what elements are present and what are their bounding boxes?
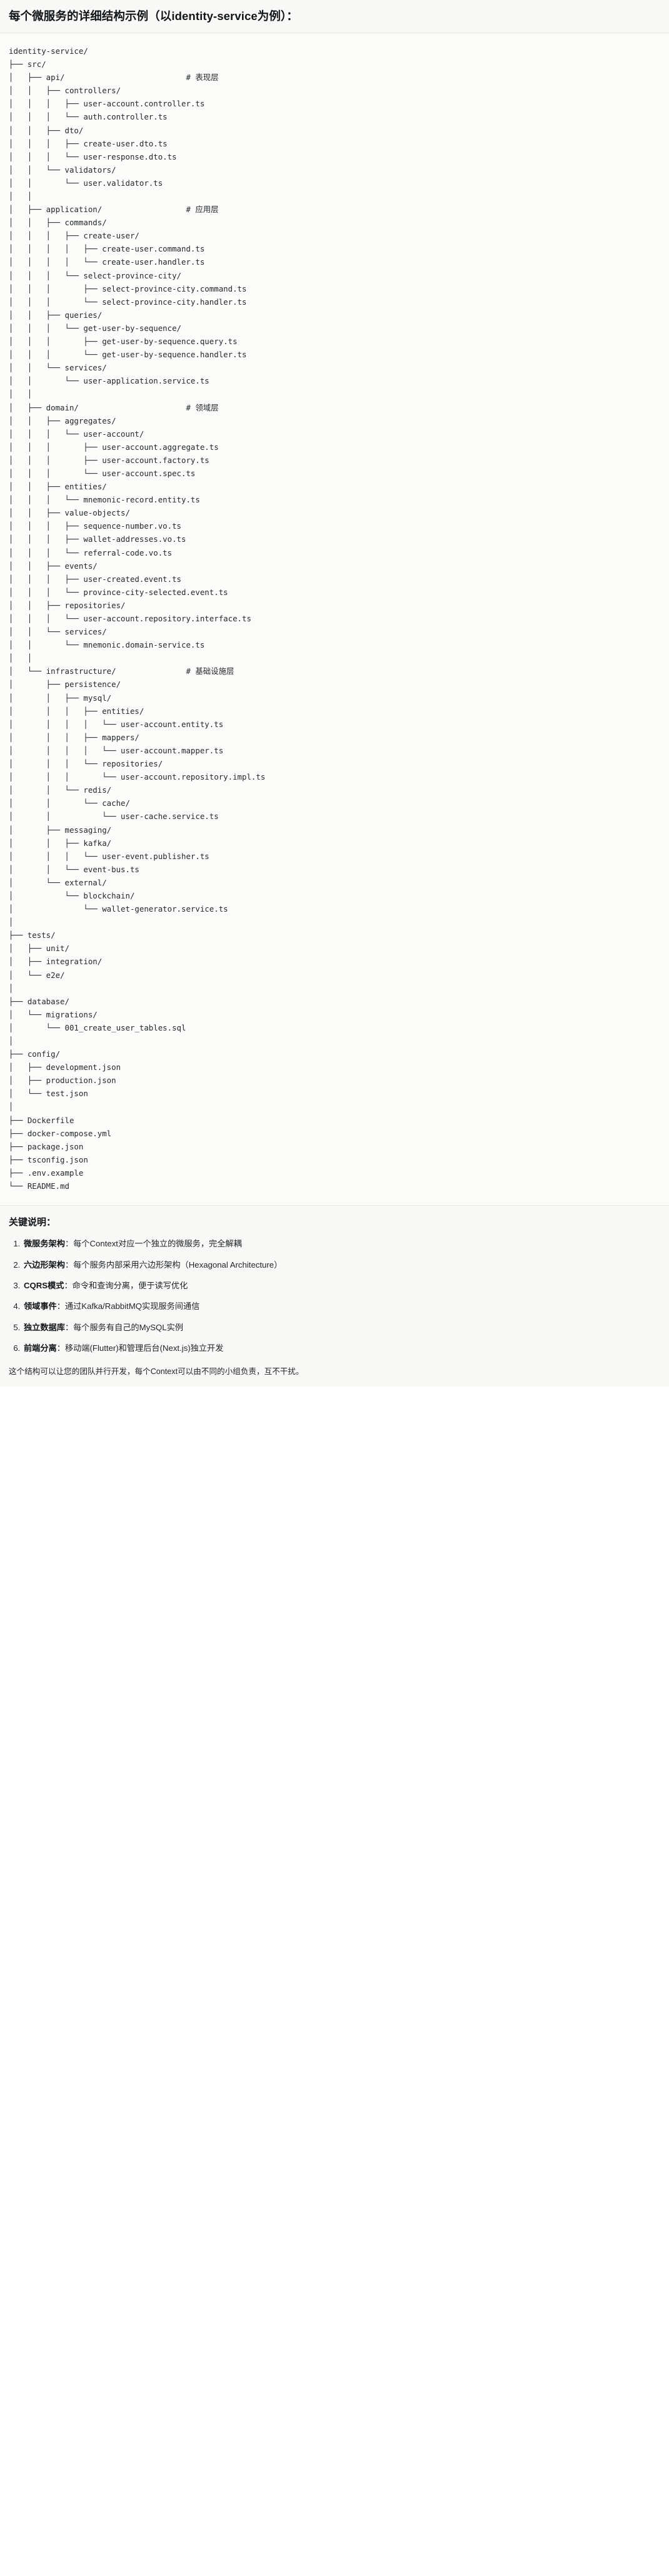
key-note-description: ：每个Context对应一个独立的微服务，完全解耦 bbox=[64, 1239, 242, 1249]
key-note-item: CQRS模式：命令和查询分离，便于读写优化 bbox=[23, 1280, 660, 1292]
key-note-item: 微服务架构：每个Context对应一个独立的微服务，完全解耦 bbox=[23, 1238, 660, 1250]
key-note-term: 六边形架构 bbox=[24, 1260, 65, 1270]
key-note-description: ：命令和查询分离，便于读写优化 bbox=[64, 1281, 188, 1291]
key-note-item: 前端分离：移动端(Flutter)和管理后台(Next.js)独立开发 bbox=[23, 1342, 660, 1355]
key-notes-section: 关键说明： 微服务架构：每个Context对应一个独立的微服务，完全解耦六边形架… bbox=[0, 1205, 669, 1387]
key-note-term: CQRS模式 bbox=[24, 1281, 64, 1291]
key-note-term: 领域事件 bbox=[24, 1301, 57, 1311]
directory-tree: identity-service/ ├── src/ │ ├── api/ # … bbox=[9, 46, 266, 1191]
key-note-item: 六边形架构：每个服务内部采用六边形架构（Hexagonal Architectu… bbox=[23, 1259, 660, 1271]
key-note-description: ：每个服务内部采用六边形架构（Hexagonal Architecture） bbox=[64, 1260, 283, 1270]
key-notes-title: 关键说明： bbox=[9, 1217, 56, 1228]
key-note-description: ：通过Kafka/RabbitMQ实现服务间通信 bbox=[56, 1301, 200, 1311]
key-note-term: 独立数据库 bbox=[24, 1322, 65, 1332]
key-note-item: 独立数据库：每个服务有自己的MySQL实例 bbox=[23, 1321, 660, 1334]
key-note-term: 前端分离 bbox=[24, 1343, 57, 1353]
page-root: 每个微服务的详细结构示例（以identity-service为例）： ident… bbox=[0, 0, 669, 1387]
key-notes-list: 微服务架构：每个Context对应一个独立的微服务，完全解耦六边形架构：每个服务… bbox=[9, 1238, 660, 1355]
heading-section: 每个微服务的详细结构示例（以identity-service为例）： bbox=[0, 0, 669, 33]
key-note-description: ：每个服务有自己的MySQL实例 bbox=[64, 1322, 183, 1332]
page-title: 每个微服务的详细结构示例（以identity-service为例）： bbox=[9, 9, 298, 23]
key-notes-footer: 这个结构可以让您的团队并行开发，每个Context可以由不同的小组负责，互不干扰… bbox=[9, 1367, 304, 1376]
key-note-description: ：移动端(Flutter)和管理后台(Next.js)独立开发 bbox=[56, 1343, 224, 1353]
directory-tree-section: identity-service/ ├── src/ │ ├── api/ # … bbox=[0, 33, 669, 1206]
key-note-item: 领域事件：通过Kafka/RabbitMQ实现服务间通信 bbox=[23, 1300, 660, 1313]
key-note-term: 微服务架构 bbox=[24, 1239, 65, 1249]
